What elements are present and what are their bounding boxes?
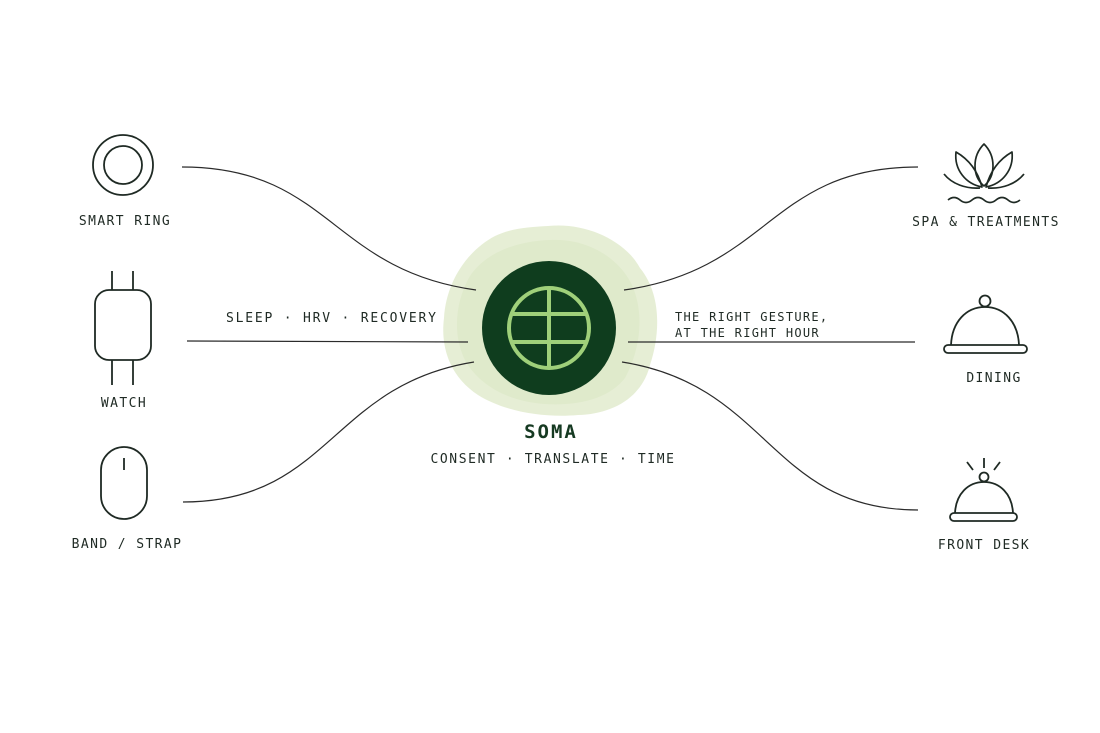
band-icon [100,446,148,520]
cloche-icon [943,294,1028,354]
hub-name: SOMA [524,421,578,443]
watch-icon [94,271,152,385]
ring-icon [92,134,154,196]
gesture-line-2: AT THE RIGHT HOUR [675,326,820,340]
device-label-band: BAND / STRAP [71,537,183,552]
lotus-icon [943,143,1025,204]
connector-ring-to-hub [181,166,477,291]
connector-hub-to-frontdesk [621,361,919,511]
connector-hub-to-spa [623,166,919,291]
signals-label: SLEEP · HRV · RECOVERY [226,311,438,326]
globe-icon [507,286,591,370]
connector-band-to-hub [182,361,475,503]
device-label-watch: WATCH [100,396,148,411]
gesture-line-1: THE RIGHT GESTURE, [675,310,829,324]
device-label-smart-ring: SMART RING [78,214,172,229]
service-label-front-desk: FRONT DESK [937,538,1031,553]
gesture-label: THE RIGHT GESTURE, AT THE RIGHT HOUR [675,309,828,341]
connector-watch-to-hub [186,340,469,343]
hub-tagline: CONSENT · TRANSLATE · TIME [430,452,676,467]
service-bell-icon [949,458,1018,522]
service-label-spa: SPA & TREATMENTS [912,215,1060,230]
service-label-dining: DINING [966,371,1022,386]
